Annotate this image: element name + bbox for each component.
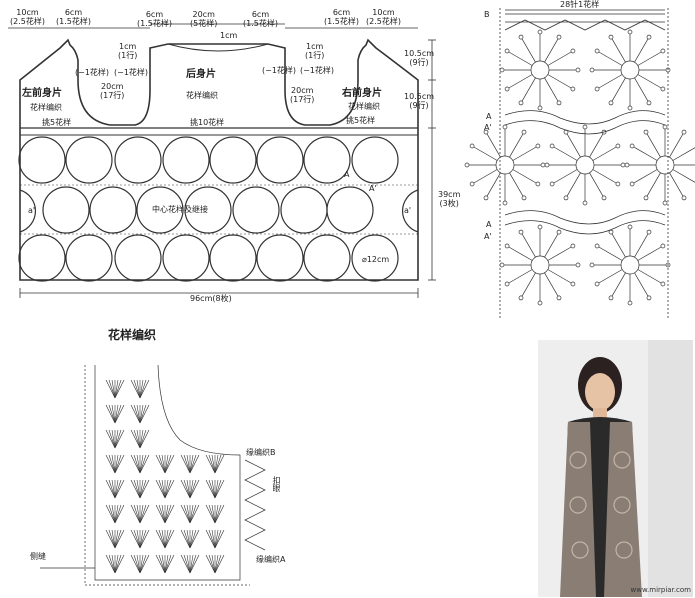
left-1cm: 1cm(1行) [118,42,138,60]
right-front-title: 右前身片 [342,88,382,99]
watermark: www.mirpiar.com [630,586,692,594]
left-20cm: 20cm(17行) [100,82,125,100]
left-shape-1: (−1花样) [75,68,110,77]
side-39: 39cm(3枚) [438,190,461,208]
circle-row-middle [19,186,419,234]
bottom-width: 96cm(8枚) [190,294,232,303]
buttonhole-label: 扣眼 [272,476,281,492]
side-seam-label: 侧缝 [30,552,46,561]
left-front-sub: 花样编织 [30,103,62,112]
back-piece-title: 后身片 [186,69,216,80]
model-photo: www.mirpiar.com [538,340,693,597]
dim-left-b: 6cm(1.5花样) [56,8,91,26]
crochet-chart-right [499,8,669,318]
edge-label: 缘编织B [246,448,276,457]
dim-mid-a: 6cm(1.5花样) [137,10,172,28]
dim-mid-d: 1cm [220,31,238,40]
chart-marker-b: B [484,10,490,19]
pick-right: 挑5花样 [346,116,376,125]
marker-a: A [344,170,350,179]
center-label: 中心花样及继接 [152,205,208,214]
bottom-edge-label: 缘编织A [256,555,286,564]
chart-marker-a1p: A' [484,123,492,132]
dim-right-b: 10cm(2.5花样) [366,8,401,26]
chart-marker-a2p: A' [484,232,492,241]
side-10-5-a: 10.5cm(9行) [404,49,435,67]
pattern-chart [40,364,250,586]
right-front-sub: 花样编织 [348,102,380,111]
right-1cm: 1cm(1行) [305,42,325,60]
marker-a-left: a' [28,206,36,215]
circle-row-top [18,136,399,184]
dim-mid-c: 6cm(1.5花样) [243,10,278,28]
marker-a-prime: A' [369,184,377,193]
left-front-title: 左前身片 [22,88,62,99]
chart-marker-a2: A [486,220,492,229]
fan-stitch-group [105,379,225,574]
chart-marker-a1: A [486,112,492,121]
right-shape-2: (−1花样) [300,66,335,75]
side-10-5-b: 10.5cm(9行) [404,92,435,110]
circle-size: ⌀12cm [362,255,390,264]
left-shape-2: (−1花样) [114,68,149,77]
right-shape-1: (−1花样) [262,66,297,75]
pick-left: 挑5花样 [42,118,72,127]
dim-mid-b: 20cm(5花样) [190,10,218,28]
pattern-chart-title: 花样编织 [108,328,157,342]
buttonhole-column [244,459,266,551]
back-piece-sub: 花样编织 [186,91,218,100]
dim-left-a: 10cm(2.5花样) [10,8,45,26]
right-20cm: 20cm(17行) [290,86,315,104]
dim-right-a: 6cm(1.5花样) [324,8,359,26]
chart-right-title: 28针1花样 [560,0,600,9]
circle-row-bottom [18,234,399,282]
motif-group [464,29,695,306]
pick-mid: 挑10花样 [190,118,225,127]
marker-a-right: a' [404,206,412,215]
